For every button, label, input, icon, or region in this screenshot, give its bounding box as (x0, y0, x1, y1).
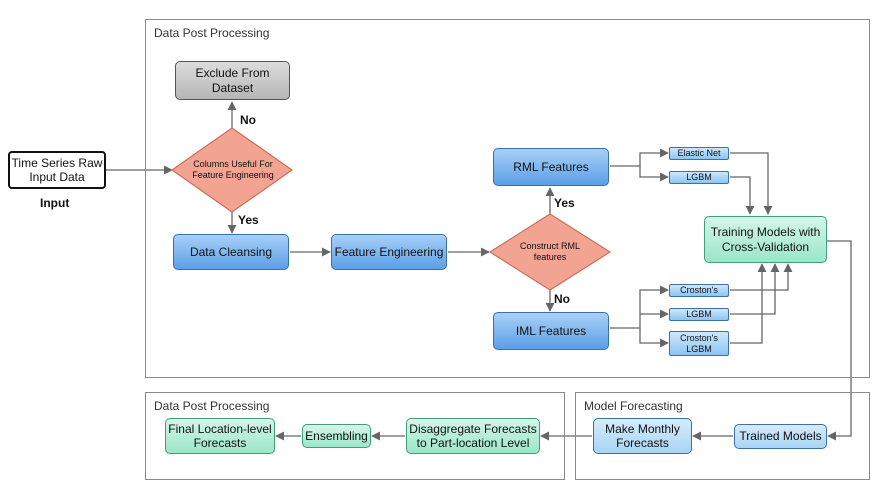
arrow-iml-to-crostons-lgbm (639, 328, 669, 348)
ensembling-box: Ensembling (302, 424, 371, 448)
arrow-rml-to-elasticnet (610, 148, 669, 167)
lgbm-rml-box: LGBM (669, 171, 729, 184)
arrow-crostons-lgbm-to-training (730, 263, 767, 344)
bottom-right-panel (575, 392, 870, 480)
data-cleansing-box: Data Cleansing (173, 234, 289, 270)
yes-label-rml: Yes (554, 196, 575, 210)
elastic-net-box: Elastic Net (669, 147, 729, 160)
bottom-right-panel-title: Model Forecasting (584, 399, 683, 413)
crostons-lgbm-box: Croston's LGBM (669, 331, 729, 356)
make-monthly-forecasts-box: Make Monthly Forecasts (593, 418, 692, 454)
training-models-box: Training Models with Cross-Validation (704, 216, 827, 263)
no-label-iml: No (554, 292, 570, 306)
rml-features-box: RML Features (493, 148, 609, 186)
trained-models-box: Trained Models (734, 424, 827, 449)
iml-features-box: IML Features (493, 312, 609, 350)
no-label-top: No (240, 113, 256, 127)
input-box: Time Series Raw Input Data (8, 151, 106, 189)
columns-useful-diamond (170, 127, 294, 213)
bottom-left-panel-title: Data Post Processing (154, 399, 270, 413)
construct-rml-diamond (488, 213, 612, 291)
columns-useful-label: Columns Useful For Feature Engineering (192, 159, 274, 180)
arrow-training-to-trained (827, 240, 852, 441)
arrow-rml-to-lgbm (639, 166, 669, 182)
yes-label-left: Yes (238, 213, 259, 227)
arrow-lgbm-iml-to-training (730, 263, 780, 315)
crostons-box: Croston's (669, 284, 729, 297)
exclude-from-dataset-box: Exclude From Dataset (175, 61, 290, 100)
arrow-iml-to-crostons (610, 285, 669, 329)
arrow-crostons-to-training (730, 263, 793, 291)
bottom-left-panel (145, 392, 565, 480)
disaggregate-box: Disaggregate Forecasts to Part-location … (406, 418, 540, 454)
construct-rml-label: Construct RML features (519, 241, 581, 262)
input-caption: Input (40, 196, 70, 210)
top-panel-title: Data Post Processing (154, 26, 270, 40)
feature-engineering-box: Feature Engineering (331, 234, 447, 270)
arrow-elasticnet-to-training (730, 152, 773, 215)
arrow-lgbm-to-training (730, 176, 755, 215)
lgbm-iml-box: LGBM (669, 308, 729, 321)
final-forecasts-box: Final Location-level Forecasts (165, 418, 275, 454)
top-panel (145, 19, 870, 378)
